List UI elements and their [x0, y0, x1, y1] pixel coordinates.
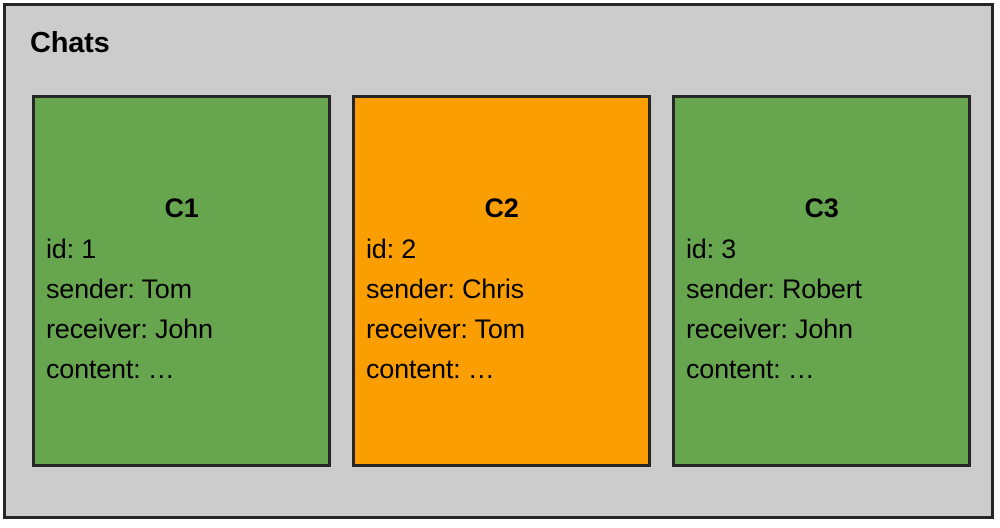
- chat-card-c3[interactable]: C3 id: 3 sender: Robert receiver: John c…: [672, 95, 971, 467]
- chat-card-title: C2: [484, 193, 519, 223]
- chat-field-receiver: receiver: Tom: [366, 314, 525, 344]
- chat-field-sender: sender: Tom: [46, 274, 192, 304]
- chat-card-fields: id: 2 sender: Chris receiver: Tom conten…: [366, 229, 642, 389]
- chat-card-c1[interactable]: C1 id: 1 sender: Tom receiver: John cont…: [32, 95, 331, 467]
- chat-field-content: content: …: [46, 354, 175, 384]
- chat-field-id: id: 3: [686, 234, 737, 264]
- chat-field-sender: sender: Chris: [366, 274, 524, 304]
- chat-field-sender: sender: Robert: [686, 274, 862, 304]
- chat-card-title: C3: [804, 193, 839, 223]
- chat-field-id: id: 1: [46, 234, 97, 264]
- chat-field-receiver: receiver: John: [46, 314, 213, 344]
- chat-cards-row: C1 id: 1 sender: Tom receiver: John cont…: [32, 95, 971, 467]
- chat-field-content: content: …: [366, 354, 495, 384]
- chat-card-c2[interactable]: C2 id: 2 sender: Chris receiver: Tom con…: [352, 95, 651, 467]
- chat-card-fields: id: 3 sender: Robert receiver: John cont…: [686, 229, 962, 389]
- chat-card-fields: id: 1 sender: Tom receiver: John content…: [46, 229, 322, 389]
- chat-field-receiver: receiver: John: [686, 314, 853, 344]
- chat-card-title: C1: [164, 193, 199, 223]
- chat-field-content: content: …: [686, 354, 815, 384]
- chats-container: Chats C1 id: 1 sender: Tom receiver: Joh…: [3, 3, 994, 519]
- chat-field-id: id: 2: [366, 234, 417, 264]
- page-title: Chats: [30, 27, 110, 59]
